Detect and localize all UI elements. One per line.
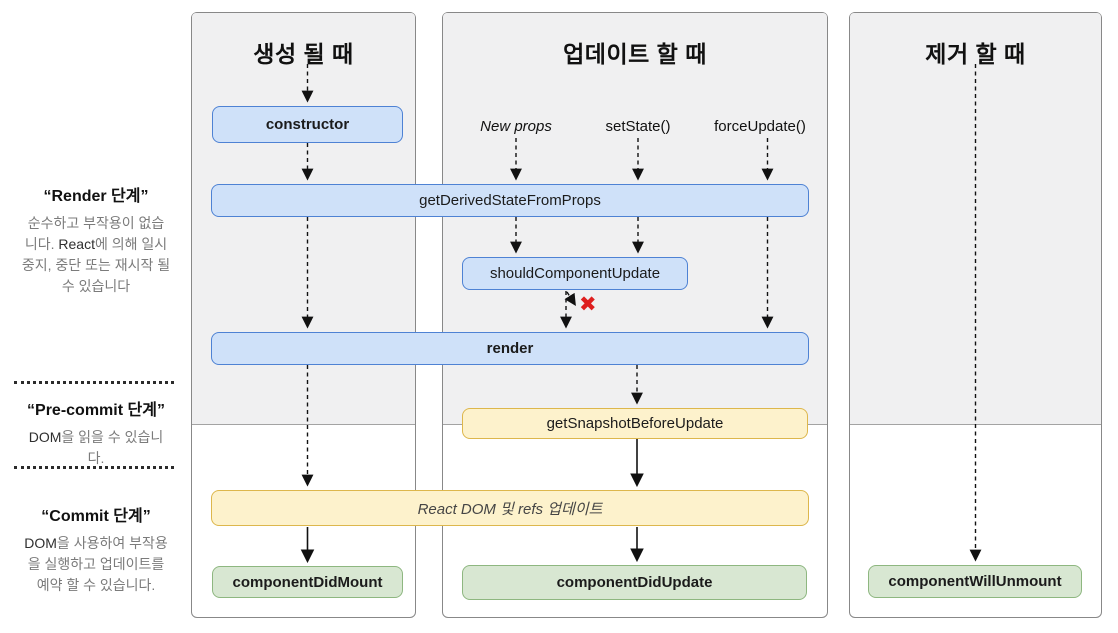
get-snapshot-before-update-box[interactable]: getSnapshotBeforeUpdate [462,408,808,439]
commit-phase-description: DOM을 사용하여 부작용 을 실행하고 업데이트를 예약 할 수 있습니다. [24,535,168,593]
commit-phase-title: “Commit 단계” [41,508,151,525]
precommit-phase-description: DOM을 읽을 수 있습니 다. [28,429,164,466]
phase-separator-top [14,381,174,384]
render-box[interactable]: render [211,332,809,365]
react-dom-refs-update-box: React DOM 및 refs 업데이트 [211,490,809,526]
column-mounting: 생성 될 때 [191,12,416,618]
column-updating: 업데이트 할 때 [442,12,828,618]
constructor-box[interactable]: constructor [212,106,403,143]
precommit-phase-label: “Pre-commit 단계” DOM을 읽을 수 있습니 다. [14,396,178,469]
component-did-mount-box[interactable]: componentDidMount [212,566,403,598]
column-unmounting: 제거 할 때 [849,12,1102,618]
should-component-update-box[interactable]: shouldComponentUpdate [462,257,688,290]
commit-phase-label: “Commit 단계” DOM을 사용하여 부작용 을 실행하고 업데이트를 예… [14,502,178,596]
column-header-updating: 업데이트 할 때 [563,41,707,67]
trigger-new-props: New props [480,118,552,135]
render-phase-description: 순수하고 부작용이 없습 니다. React에 의해 일시 중지, 중단 또는 … [21,215,171,294]
render-phase-title: “Render 단계” [43,188,149,205]
column-header-mounting: 생성 될 때 [253,41,354,67]
trigger-force-update: forceUpdate() [714,118,806,135]
update-cancelled-x-icon: ✖ [579,293,597,316]
render-phase-label: “Render 단계” 순수하고 부작용이 없습 니다. React에 의해 일… [14,182,178,297]
precommit-phase-title: “Pre-commit 단계” [27,402,165,419]
column-header-unmounting: 제거 할 때 [925,41,1026,67]
phase-separator-bottom [14,466,174,469]
get-derived-state-from-props-box[interactable]: getDerivedStateFromProps [211,184,809,217]
trigger-set-state: setState() [605,118,671,135]
component-will-unmount-box[interactable]: componentWillUnmount [868,565,1082,598]
component-did-update-box[interactable]: componentDidUpdate [462,565,807,600]
render-phase-band-unmounting [850,13,1101,425]
